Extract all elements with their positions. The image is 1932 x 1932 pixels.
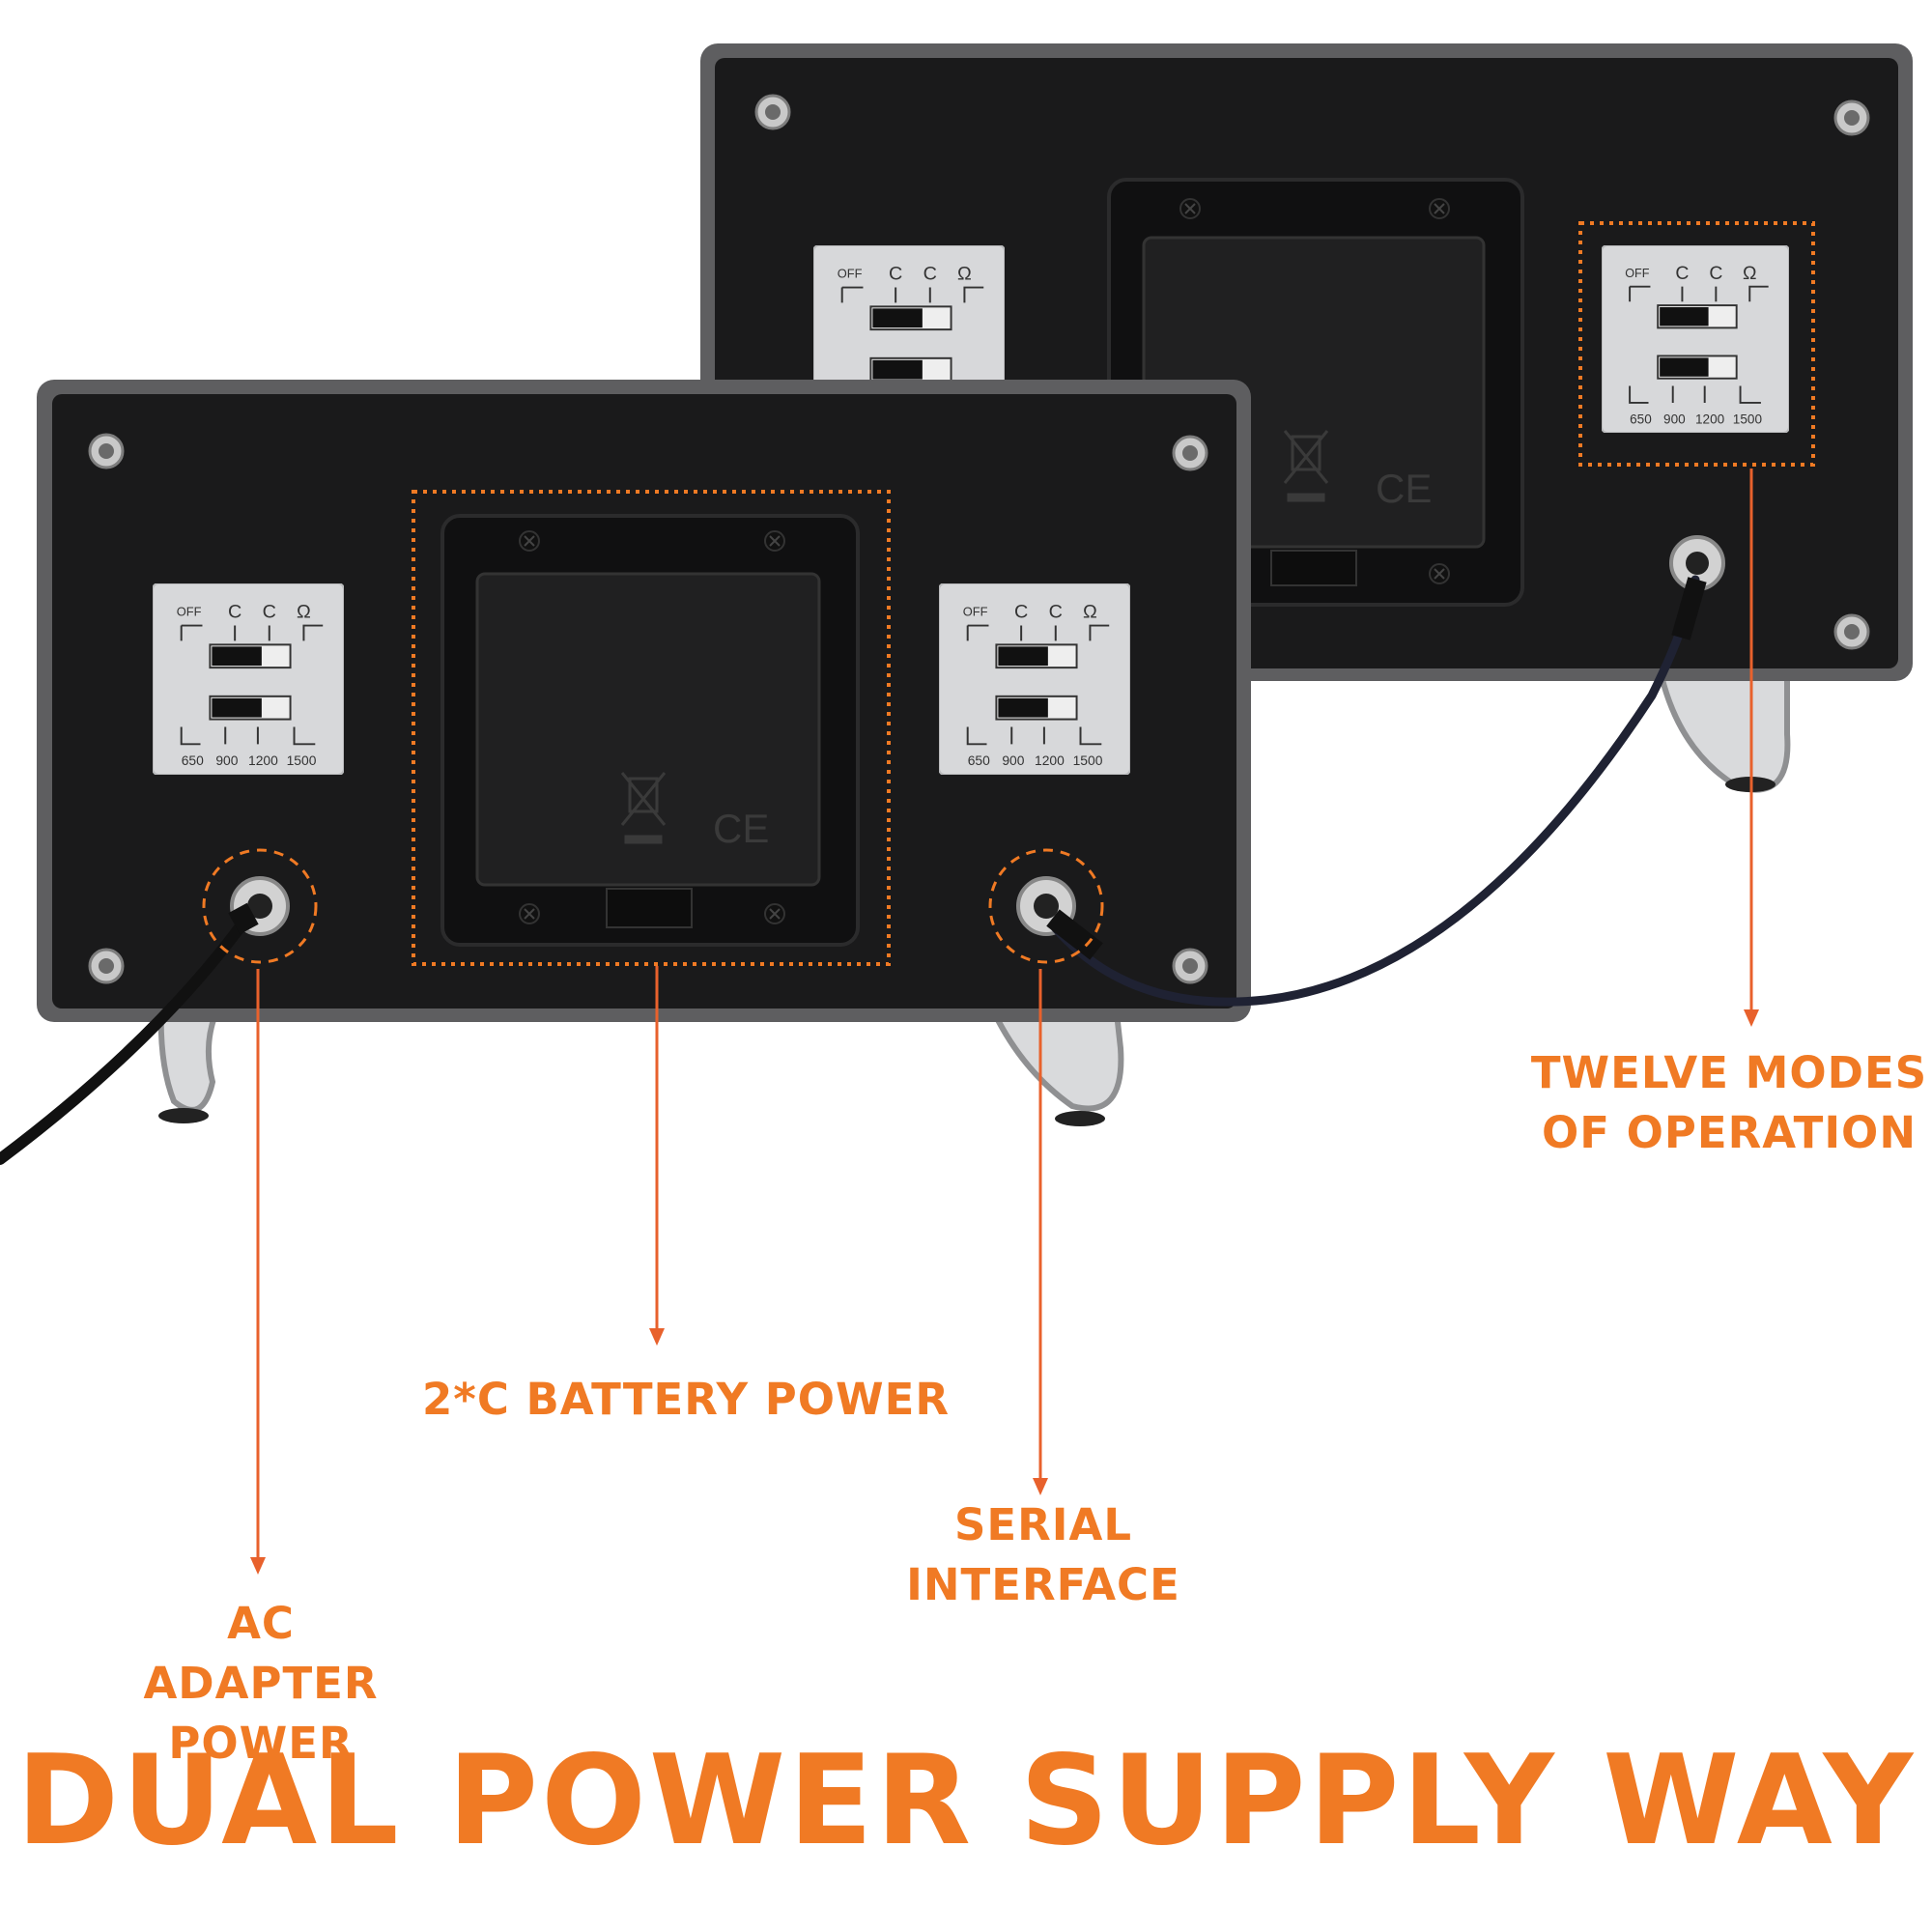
screw-icon [1833, 613, 1870, 650]
ce-mark-icon: CE [713, 806, 769, 851]
screw-icon [88, 433, 125, 469]
screw-icon [1833, 99, 1870, 136]
headline: DUAL POWER SUPPLY WAY [15, 1729, 1917, 1873]
callout-arrows [250, 469, 1759, 1575]
weee-bin-icon [620, 772, 667, 844]
cable-icon [0, 575, 1707, 1165]
screw-icon [1172, 435, 1208, 471]
screw-icon [1172, 948, 1208, 984]
screw-icon [88, 948, 125, 984]
highlight-markers [202, 221, 1815, 966]
switch-panel [939, 583, 1130, 775]
callout-battery: 2*C BATTERY POWER [421, 1374, 951, 1425]
battery-cover-icon: CE [440, 514, 860, 947]
ce-mark-icon: CE [1376, 466, 1432, 511]
switch-panel-modes [1602, 245, 1789, 433]
front-device: CE [37, 380, 1251, 1126]
callout-modes: TWELVE MODES OF OPERATION [1530, 1047, 1928, 1158]
weee-bin-icon [1283, 430, 1329, 502]
switch-panel [153, 583, 344, 775]
callout-ac-adapter: AC ADAPTER POWER [143, 1598, 379, 1769]
callout-serial: SERIAL INTERFACE [906, 1499, 1180, 1610]
screw-icon [754, 94, 791, 130]
